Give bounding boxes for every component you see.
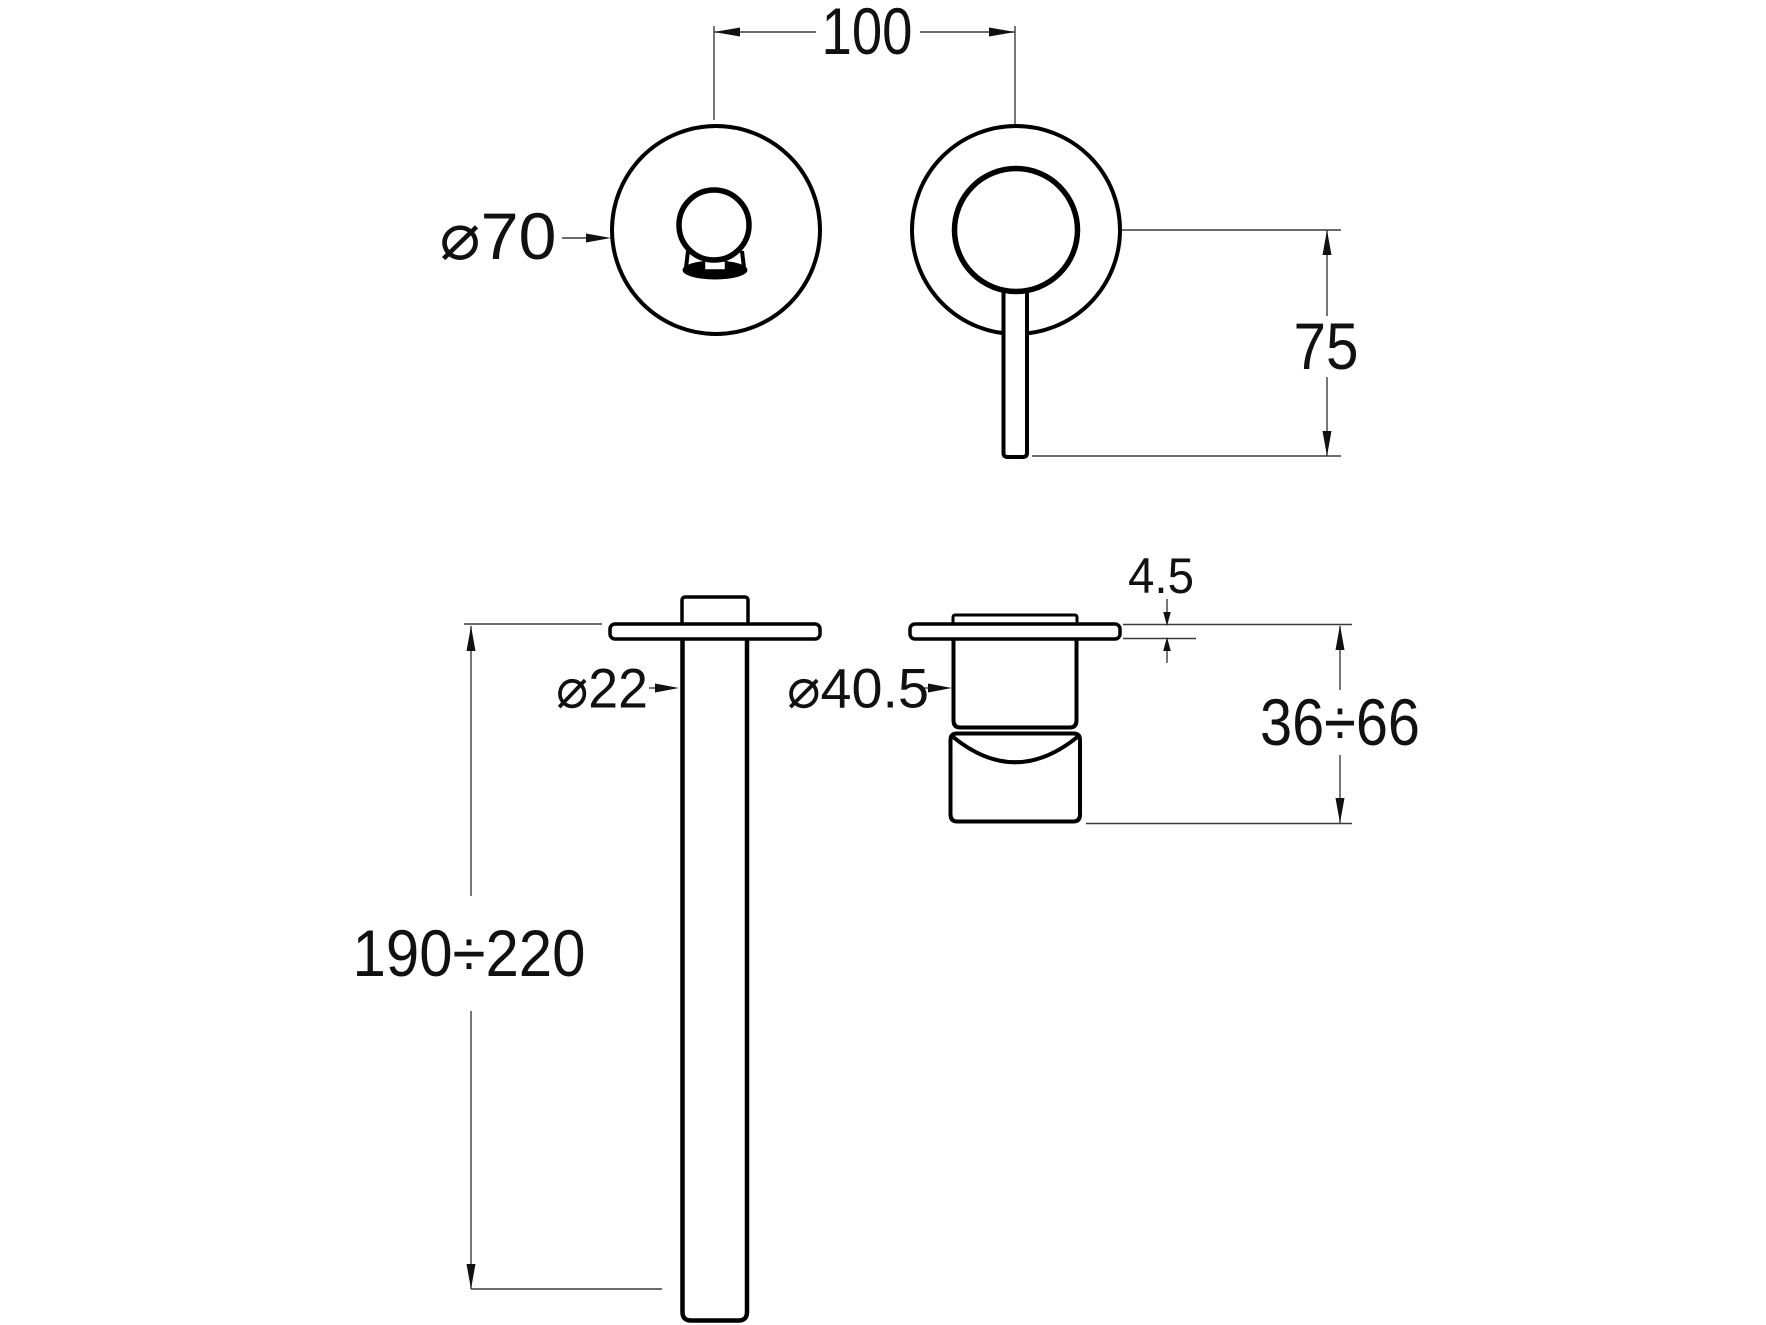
dimension-rosette-diameter: ⌀70: [440, 199, 611, 273]
mixer-handle-lever: [1001, 243, 1029, 459]
view-spout-side: [608, 595, 822, 1323]
view-mixer-side: [908, 613, 1122, 824]
dimension-rosette-thickness: 4.5: [1123, 548, 1352, 663]
dimension-body-diameter: ⌀40.5: [787, 657, 952, 720]
dimension-body-depth: 36÷66: [1086, 625, 1420, 825]
view-mixer-front: [910, 124, 1122, 459]
arrowhead: [655, 683, 679, 693]
arrowhead: [586, 233, 611, 243]
dim-label-spout-diameter: ⌀22: [556, 657, 648, 720]
spout-nose-outline: [676, 187, 752, 263]
arrowhead-bottom: [1322, 431, 1332, 456]
arrowhead-right: [989, 27, 1015, 37]
spout-rosette-outline: [610, 124, 822, 336]
mixer-wall-plate: [908, 622, 1122, 641]
dim-label-handle-length: 75: [1294, 309, 1359, 383]
dim-label-rosette-thickness: 4.5: [1128, 548, 1194, 604]
dim-label-center-distance: 100: [822, 0, 913, 68]
dim-label-body-diameter: ⌀40.5: [787, 657, 929, 720]
arrowhead-top: [1322, 230, 1332, 255]
arrowhead-bottom: [466, 1264, 476, 1289]
arrowhead-down: [1163, 612, 1171, 626]
dimension-spout-diameter: ⌀22: [556, 657, 679, 720]
dimension-center-distance: 100: [713, 0, 1016, 124]
dim-label-rosette-diameter: ⌀70: [440, 199, 557, 273]
arrowhead-up: [1163, 637, 1171, 651]
dim-label-spout-length: 190÷220: [353, 916, 586, 990]
mixer-handle-base-outline: [951, 165, 1081, 295]
arrowhead-top: [466, 626, 476, 651]
dim-label-body-depth: 36÷66: [1260, 685, 1420, 759]
arrowhead-left: [714, 27, 740, 37]
arrowhead-bottom: [1335, 798, 1345, 823]
mixer-sleeve-joint-arc: [951, 734, 1080, 765]
dimension-handle-length: 75: [1032, 229, 1359, 457]
spout-wall-plate: [608, 622, 822, 641]
arrowhead-top: [1335, 625, 1345, 650]
spout-tube: [680, 638, 750, 1323]
arrowhead: [928, 683, 952, 693]
dimension-spout-length: 190÷220: [353, 623, 662, 1290]
mixer-body: [951, 638, 1079, 730]
view-spout-front: [610, 124, 822, 336]
spout-wall-stub: [680, 595, 750, 628]
